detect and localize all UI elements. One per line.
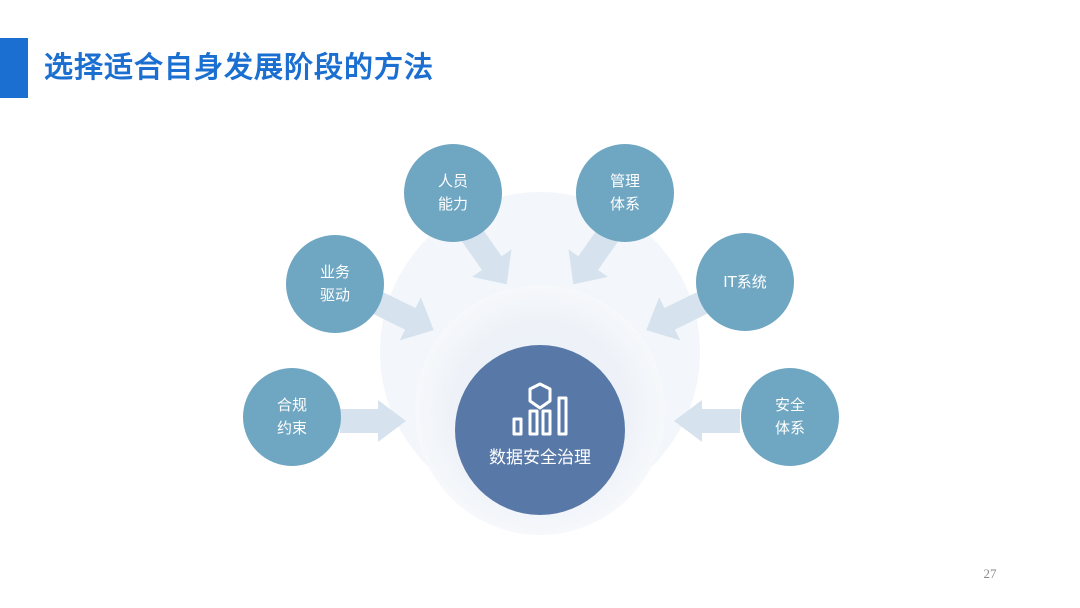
node-guanli: 管理 体系 <box>576 144 674 242</box>
node-it-line1: IT系统 <box>723 272 767 291</box>
node-it: IT系统 <box>696 233 794 331</box>
node-yewu-line1: 业务 <box>319 263 350 281</box>
arrow-hegui <box>340 400 406 442</box>
node-guanli-line1: 管理 <box>609 172 640 190</box>
node-anquan: 安全 体系 <box>741 368 839 466</box>
node-renyuan-line2: 能力 <box>437 195 468 213</box>
node-guanli-line2: 体系 <box>609 195 640 213</box>
arrow-it <box>646 292 708 341</box>
node-hegui: 合规 约束 <box>243 368 341 466</box>
page-title: 选择适合自身发展阶段的方法 <box>44 50 435 84</box>
node-hegui-line1: 合规 <box>276 396 307 414</box>
center-node: 数据安全治理 <box>455 345 625 515</box>
node-anquan-line1: 安全 <box>774 396 805 414</box>
arrow-anquan <box>674 400 740 442</box>
node-renyuan: 人员 能力 <box>404 144 502 242</box>
node-renyuan-line1: 人员 <box>437 172 468 190</box>
arrow-yewu <box>372 292 434 341</box>
node-yewu: 业务 驱动 <box>286 235 384 333</box>
node-anquan-line2: 体系 <box>774 419 805 437</box>
arrow-renyuan <box>460 225 512 285</box>
node-hegui-line2: 约束 <box>276 419 307 437</box>
data-chart-icon <box>512 382 568 436</box>
title-accent-bar <box>0 38 28 98</box>
arrow-guanli <box>568 225 620 285</box>
node-yewu-line2: 驱动 <box>319 286 350 304</box>
page-number: 27 <box>983 566 997 581</box>
center-label: 数据安全治理 <box>489 448 591 468</box>
